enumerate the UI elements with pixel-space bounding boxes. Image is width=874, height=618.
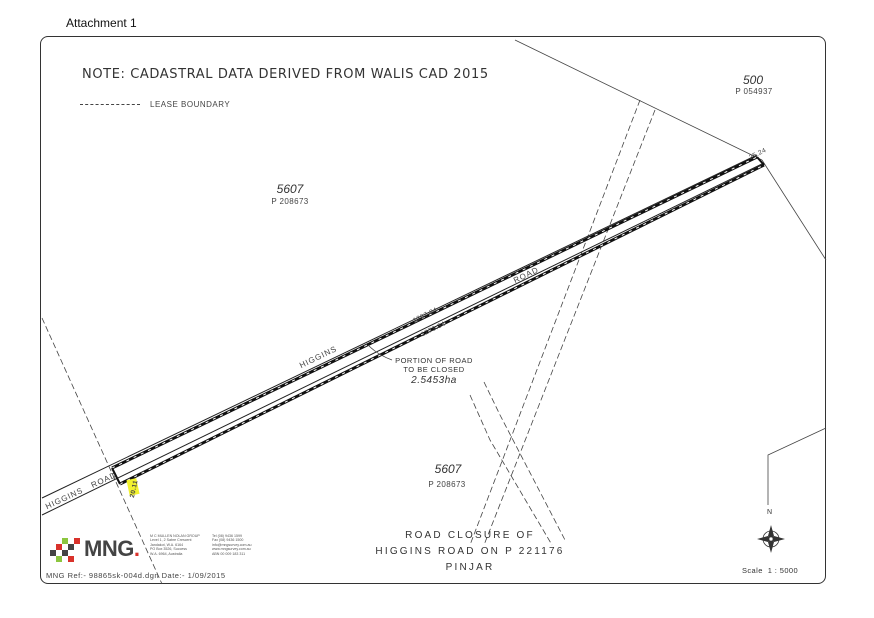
contact-line: Fax (08) 9436 1500 [212, 538, 244, 543]
address-line: PO Box 3526, Success [150, 547, 187, 552]
company-address: M C MULLEN NOLAN GROUP Level 1, 2 Sabre … [150, 534, 200, 556]
contact-line: ABN 00 009 183 311 [212, 551, 246, 556]
lot-plan-north: P 208673 [271, 197, 309, 206]
lot-plan-500: P 054937 [735, 87, 773, 96]
drawing-reference: MNG Ref:- 98865sk-004d.dgn Date:- 1/09/2… [46, 571, 226, 580]
contact-line: Tel (08) 9436 1599 [212, 534, 242, 538]
contact-line: info@mngsurvey.com.au [212, 542, 252, 547]
callout-leader [367, 344, 393, 361]
lot-number-south: 5607 [434, 462, 462, 476]
contact-line: www.mngsurvey.com.au [212, 547, 251, 552]
address-line: M C MULLEN NOLAN GROUP [150, 534, 200, 538]
mng-logo-wordmark: MNG [84, 536, 134, 561]
company-contact: Tel (08) 9436 1599 Fax (08) 9436 1500 in… [212, 534, 252, 556]
lease-boundary-legend-label: LEASE BOUNDARY [150, 100, 231, 109]
lease-boundary-legend-line [80, 104, 140, 105]
closure-area: 2.5453ha [411, 375, 457, 386]
address-line: Level 1, 2 Sabre Crescent [150, 538, 192, 543]
road-closure-portion [111, 155, 765, 486]
lot-number-500: 500 [742, 73, 764, 87]
title-line2: HIGGINS ROAD ON P 221176 [375, 546, 565, 557]
lot-boundary-500-west [514, 39, 763, 161]
map-frame [40, 36, 826, 584]
cadastral-note: NOTE: CADASTRAL DATA DERIVED FROM WALIS … [82, 67, 489, 82]
address-line: W.A. 6964, Australia [150, 551, 183, 556]
scale-label: Scale 1 : 5000 [742, 566, 799, 575]
title-line1: ROAD CLOSURE OF [405, 530, 535, 541]
dimension-highlight [126, 478, 140, 496]
lease-boundary-west [41, 317, 163, 585]
closure-callout: PORTION OF ROAD TO BE CLOSED 2.5453ha [386, 356, 482, 386]
attachment-label: Attachment 1 [66, 16, 137, 30]
title-block: ROAD CLOSURE OF HIGGINS ROAD ON P 221176… [360, 528, 580, 576]
closure-callout-line1: PORTION OF ROAD [395, 356, 473, 365]
lease-boundary-3 [469, 394, 553, 546]
lot-plan-south: P 208673 [428, 480, 466, 489]
title-line3: PINJAR [445, 562, 495, 573]
address-line: Jandakot, W.A. 6164 [150, 542, 184, 547]
lease-boundary-2 [483, 109, 656, 546]
north-arrow-icon [757, 525, 785, 553]
lease-boundary-4 [483, 381, 566, 541]
mng-logo-icon [50, 538, 80, 562]
mng-logo-text: MNG. [84, 536, 140, 561]
higgins-road-south-edge [41, 162, 765, 516]
closure-callout-line2: TO BE CLOSED [403, 365, 465, 374]
lot-boundary-500-south [761, 159, 827, 261]
lot-number-north: 5607 [276, 182, 304, 196]
north-label: N [767, 509, 773, 516]
lot-boundary-east [767, 427, 827, 505]
higgins-road-north-edge [41, 154, 758, 499]
lease-boundary-1 [469, 99, 641, 546]
